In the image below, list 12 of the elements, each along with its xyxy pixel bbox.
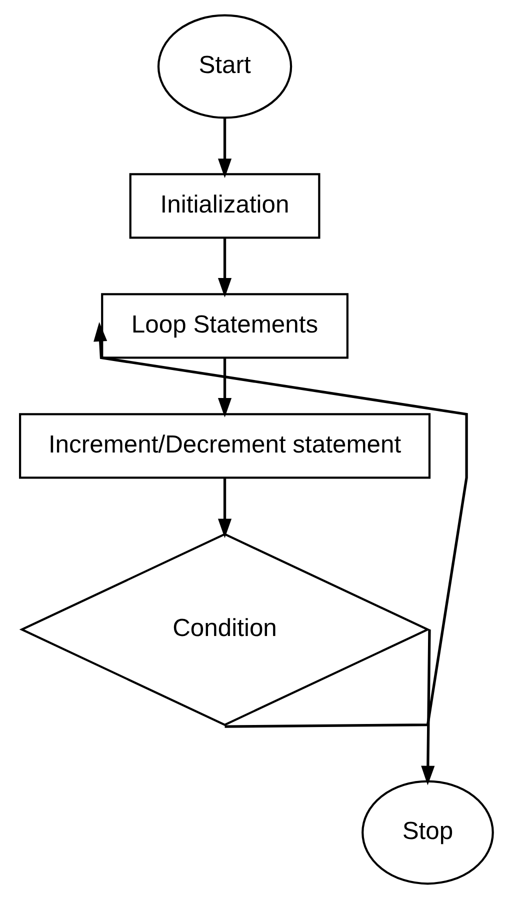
node-ellipse: Start xyxy=(157,14,292,119)
arrow xyxy=(218,238,232,298)
node-box: Increment/Decrement statement xyxy=(19,413,431,479)
node-box: Loop Statements xyxy=(101,293,348,359)
arrow xyxy=(218,358,232,418)
arrow xyxy=(218,478,232,538)
arrow xyxy=(421,630,435,786)
node-box: Initialization xyxy=(129,173,320,239)
arrow xyxy=(94,322,468,728)
node-ellipse: Stop xyxy=(362,780,494,885)
node-diamond: Condition xyxy=(19,533,430,726)
arrow xyxy=(218,118,232,178)
